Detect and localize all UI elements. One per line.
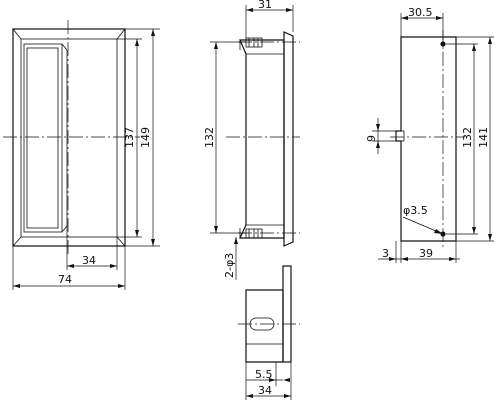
dim-front-overall-width: 74 xyxy=(58,273,72,286)
bottom-body xyxy=(245,289,284,363)
dim-back-slot: 9 xyxy=(365,135,378,142)
dim-back-offset: 3 xyxy=(382,247,389,260)
front-outer-frame xyxy=(12,28,126,247)
dim-front-inner-height: 137 xyxy=(123,127,136,148)
dim-back-height: 141 xyxy=(477,127,490,148)
side-body xyxy=(239,39,285,239)
bottom-view: 5.5 34 xyxy=(238,265,300,400)
dim-side-hole-note: 2-φ3 xyxy=(223,253,236,278)
dim-front-inner-width: 34 xyxy=(82,254,96,267)
dim-side-top-depth: 31 xyxy=(258,0,272,11)
front-view: 149 137 34 74 xyxy=(3,20,160,290)
dim-bottom-offset: 5.5 xyxy=(255,368,273,381)
bottom-flange xyxy=(282,265,292,363)
front-recess xyxy=(23,43,63,233)
back-view: 30.5 9 φ3.5 132 141 3 39 xyxy=(365,6,494,263)
dim-back-top-width: 30.5 xyxy=(408,6,433,19)
dim-bottom-depth: 34 xyxy=(258,384,272,397)
dim-front-overall-height: 149 xyxy=(139,127,152,148)
side-flange xyxy=(283,31,294,247)
side-view: 31 132 2-φ3 xyxy=(203,0,300,280)
dim-back-hole-label: φ3.5 xyxy=(403,204,428,217)
dim-side-hole-spacing: 132 xyxy=(203,127,216,148)
front-inner-frame xyxy=(20,38,118,238)
dim-back-width: 39 xyxy=(419,247,433,260)
dim-back-hole-spacing: 132 xyxy=(461,127,474,148)
